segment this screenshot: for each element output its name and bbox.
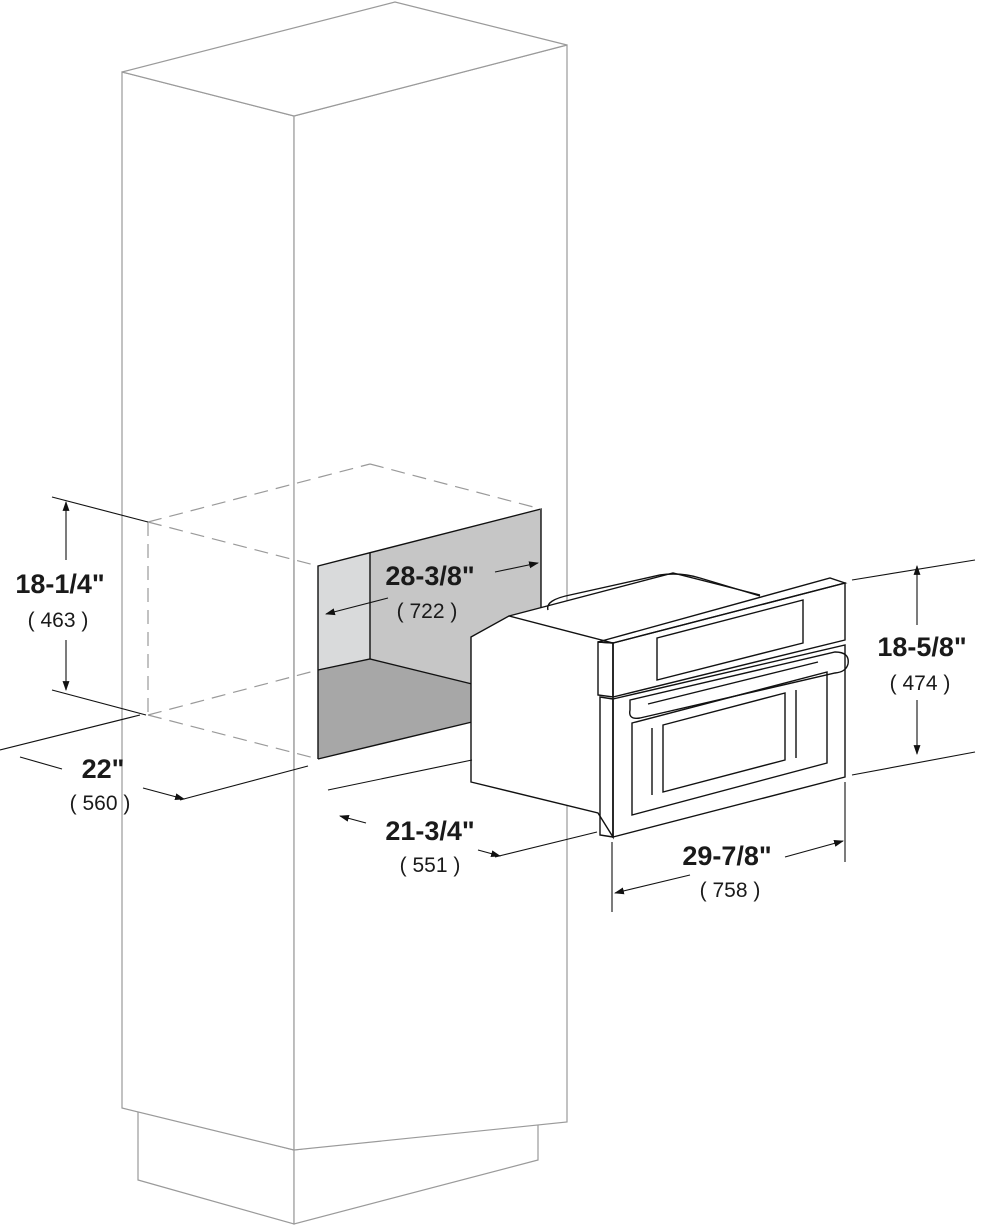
oven-depth-imperial: 21-3/4" — [385, 816, 474, 846]
door-window-frame — [631, 671, 828, 816]
cutout-floor — [318, 659, 472, 759]
oven-door — [612, 644, 846, 838]
dimension-cutout-height: 18-1/4" ( 463 ) — [15, 496, 149, 716]
oven-width-metric: ( 758 ) — [700, 879, 761, 902]
oven-depth-metric: ( 551 ) — [400, 854, 461, 877]
tall-cabinet — [121, 1, 568, 1225]
door-handle — [629, 651, 849, 720]
cutout-width-metric: ( 722 ) — [397, 600, 458, 623]
cabinet-top-face — [121, 1, 568, 117]
dimension-cutout-depth: 22" ( 560 ) — [0, 714, 309, 815]
dimension-oven-height: 18-5/8" ( 474 ) — [851, 559, 976, 776]
oven-height-metric: ( 474 ) — [890, 672, 951, 695]
cutout-depth-metric: ( 560 ) — [70, 792, 131, 815]
control-panel — [612, 582, 846, 698]
cutout-height-metric: ( 463 ) — [28, 609, 89, 632]
oven — [470, 572, 849, 840]
display-window — [656, 599, 804, 681]
dimension-cutout-width: 28-3/8" ( 722 ) — [325, 561, 539, 623]
door-glass — [662, 692, 786, 793]
dimension-oven-width: 29-7/8" ( 758 ) — [611, 782, 846, 912]
cutout-height-imperial: 18-1/4" — [15, 569, 104, 599]
oven-top-recess — [546, 573, 761, 611]
cutout-width-imperial: 28-3/8" — [385, 561, 474, 591]
dimension-oven-depth: 21-3/4" ( 551 ) — [327, 759, 598, 877]
oven-height-imperial: 18-5/8" — [877, 632, 966, 662]
cutout-left-wall — [318, 553, 370, 670]
cutout-depth-imperial: 22" — [82, 754, 125, 784]
oven-width-imperial: 29-7/8" — [682, 841, 771, 871]
